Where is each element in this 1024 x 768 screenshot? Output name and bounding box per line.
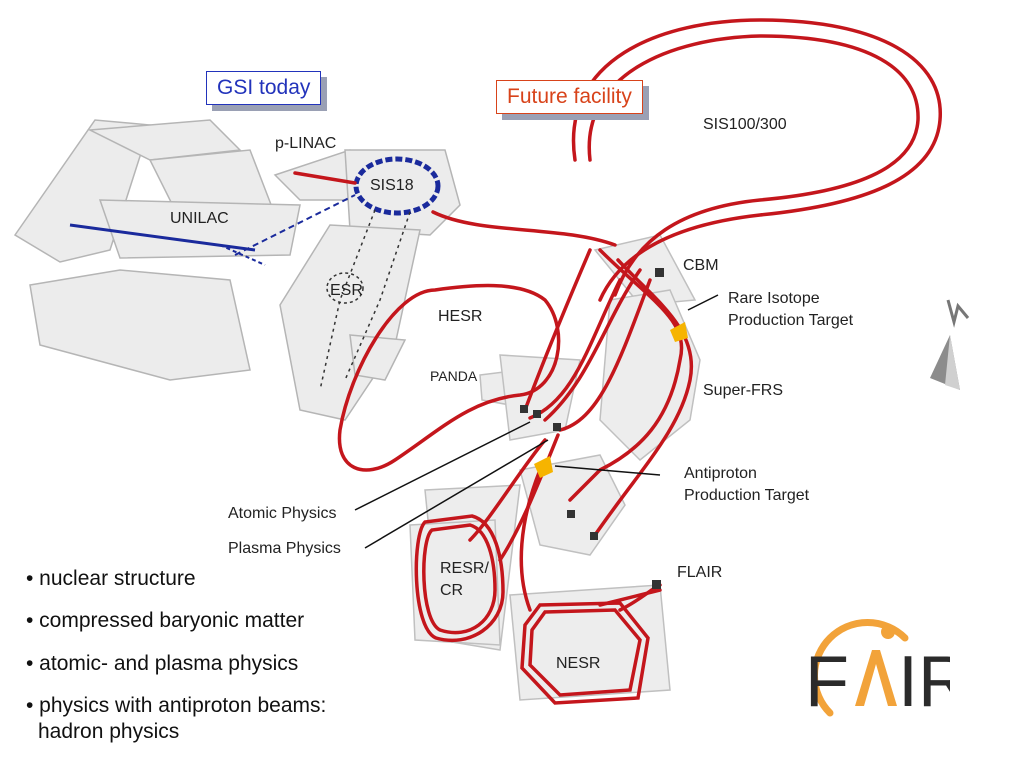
super-frs-label: Super-FRS <box>703 382 784 399</box>
future-facility-label: Future facility <box>496 80 643 114</box>
sis100-label: SIS100/300 <box>703 116 787 133</box>
rare-isotope-line-1: Rare Isotope <box>728 290 820 307</box>
logo-letter-f: F <box>805 642 849 722</box>
gsi-today-label: GSI today <box>206 71 322 105</box>
unilac-label: UNILAC <box>170 210 229 227</box>
cbm-label: CBM <box>683 257 719 274</box>
junction-blocks <box>520 268 664 589</box>
antiproton-label: Antiproton Production Target <box>684 463 809 506</box>
bullet-item: hadron physics <box>38 720 180 743</box>
plasma-physics-label: Plasma Physics <box>228 540 341 557</box>
hesr-label: HESR <box>438 308 483 325</box>
resr-cr-label: RESR/ CR <box>440 558 489 601</box>
target-markers <box>534 322 688 478</box>
bullet-item: • physics with antiproton beams: <box>26 693 327 717</box>
leader-lines <box>354 294 719 549</box>
north-arrow-icon <box>930 299 970 390</box>
antiproton-line-2: Production Target <box>684 486 810 504</box>
logo-letters-ir: IR <box>898 642 950 722</box>
resr-line-1: RESR/ <box>440 560 489 577</box>
bullet-item: • compressed baryonic matter <box>26 609 305 633</box>
antiproton-line-1: Antiproton <box>684 465 757 482</box>
esr-label: ESR <box>330 282 363 299</box>
rare-isotope-label: Rare Isotope Production Target <box>728 288 853 331</box>
gsi-buildings <box>13 119 461 421</box>
existing-beamlines <box>69 156 441 391</box>
nesr-label: NESR <box>556 655 601 672</box>
resr-line-2: CR <box>440 581 464 599</box>
bullet-item: • atomic- and plasma physics <box>26 651 299 675</box>
sis18-label: SIS18 <box>370 177 414 194</box>
fair-logo: F IR <box>805 618 950 722</box>
atomic-physics-label: Atomic Physics <box>228 505 337 522</box>
plinac-label: p-LINAC <box>275 135 337 152</box>
flair-label: FLAIR <box>677 564 723 581</box>
panda-label: PANDA <box>430 368 478 384</box>
research-topics-list: • nuclear structure • compressed baryoni… <box>26 566 446 745</box>
future-beamlines <box>293 18 942 705</box>
rare-isotope-line-2: Production Target <box>728 311 854 329</box>
bullet-item: • nuclear structure <box>26 567 196 590</box>
